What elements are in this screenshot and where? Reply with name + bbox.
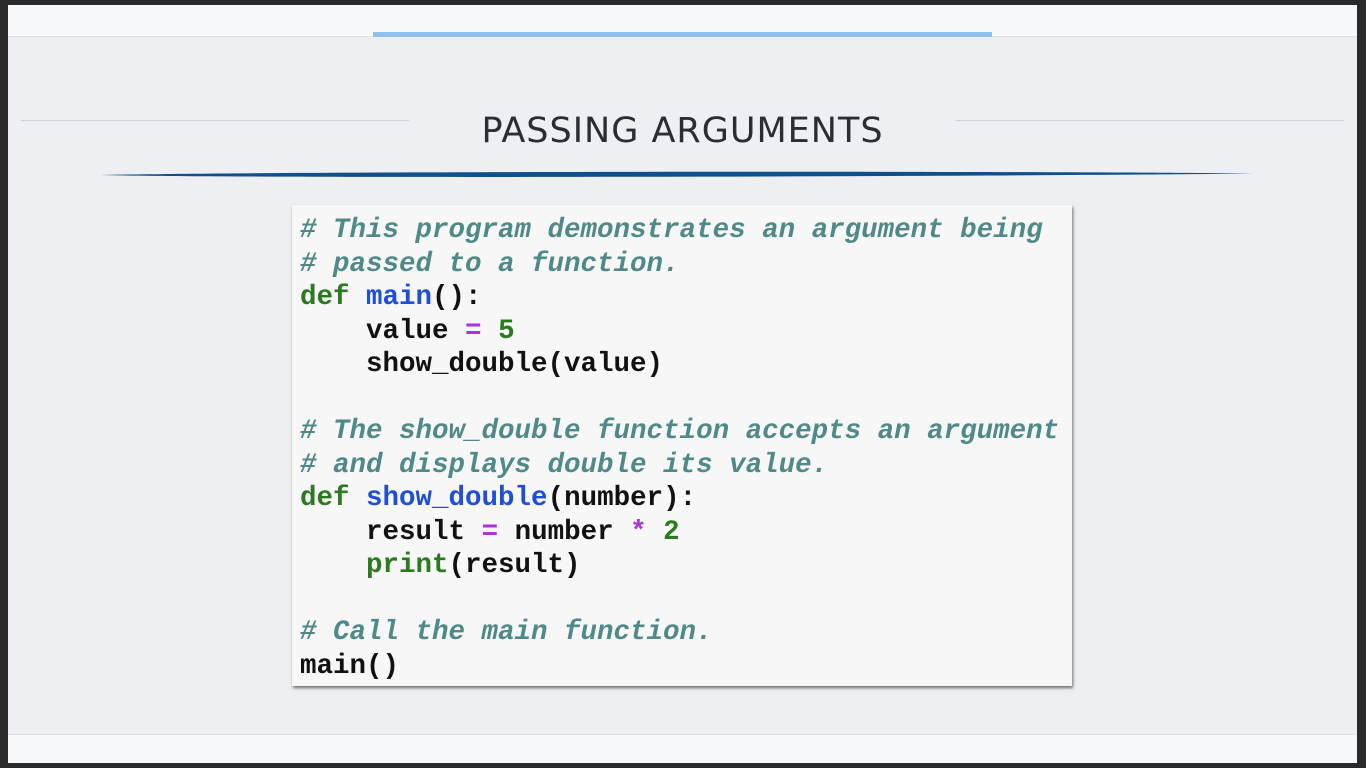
code-params: (number): xyxy=(547,483,697,514)
code-function-name: main xyxy=(366,282,433,313)
code-line-1: # This program demonstrates an argument … xyxy=(300,214,1072,248)
slide-title: PASSING ARGUMENTS xyxy=(481,111,884,151)
code-variable: value xyxy=(366,315,449,347)
code-line-2: # passed to a function. xyxy=(300,248,1072,282)
code-args: (result) xyxy=(448,550,581,581)
code-call: main() xyxy=(300,650,400,682)
title-underline-swoosh xyxy=(100,171,1254,177)
code-number: 5 xyxy=(498,315,515,347)
code-keyword: def xyxy=(300,483,350,514)
code-function-name: show_double xyxy=(366,483,548,514)
code-operator: = xyxy=(481,516,499,548)
code-line-11: print(result) xyxy=(300,549,1072,583)
code-line-blank-2 xyxy=(300,583,1072,617)
title-rule-right xyxy=(956,120,1344,121)
code-variable: result xyxy=(366,516,466,548)
top-accent-bar xyxy=(373,32,992,37)
title-rule-left xyxy=(21,120,409,121)
code-line-7: # The show_double function accepts an ar… xyxy=(300,415,1072,449)
code-builtin: print xyxy=(366,550,449,581)
code-comment: # passed to a function. xyxy=(300,248,680,280)
code-keyword: def xyxy=(300,282,350,313)
code-number: 2 xyxy=(663,516,680,548)
code-indent xyxy=(300,517,366,548)
code-line-14: main() xyxy=(300,650,1072,684)
code-line-5: show_double(value) xyxy=(300,348,1072,382)
code-indent xyxy=(300,550,366,581)
code-operator: * xyxy=(630,516,647,548)
code-operator: = xyxy=(465,315,482,347)
code-block: # This program demonstrates an argument … xyxy=(292,205,1072,686)
code-punctuation: (): xyxy=(432,282,482,313)
code-line-3: def main(): xyxy=(300,281,1072,315)
code-line-10: result = number * 2 xyxy=(300,516,1072,550)
code-line-8: # and displays double its value. xyxy=(300,449,1072,483)
code-indent xyxy=(300,316,366,347)
code-comment: # Call the main function. xyxy=(300,617,713,648)
slide-frame: PASSING ARGUMENTS # This program demonst… xyxy=(8,5,1357,763)
code-line-13: # Call the main function. xyxy=(300,616,1072,650)
code-comment: # and displays double its value. xyxy=(300,449,829,481)
bottom-band xyxy=(8,734,1357,763)
code-indent xyxy=(300,349,366,380)
code-line-9: def show_double(number): xyxy=(300,482,1072,516)
code-comment: # This program demonstrates an argument … xyxy=(300,215,1043,246)
code-line-blank-1 xyxy=(300,382,1072,416)
code-call: show_double(value) xyxy=(366,349,664,380)
code-variable: number xyxy=(514,516,614,548)
code-comment: # The show_double function accepts an ar… xyxy=(300,416,1060,447)
code-line-4: value = 5 xyxy=(300,315,1072,349)
